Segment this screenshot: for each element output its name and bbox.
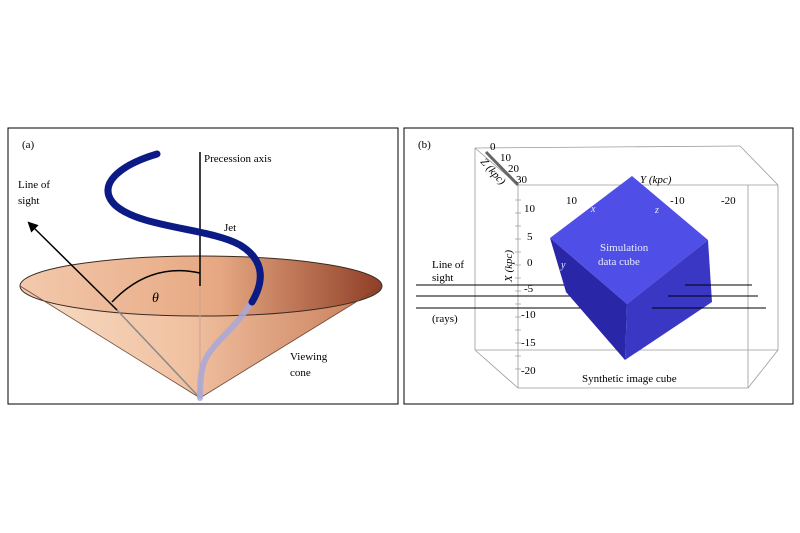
panel-a-label: (a) bbox=[22, 139, 35, 151]
x-tick-neg15: -15 bbox=[521, 337, 536, 349]
synthetic-cube-label: Synthetic image cube bbox=[582, 373, 677, 385]
z-tick-30: 30 bbox=[516, 174, 528, 186]
z-tick-10: 10 bbox=[500, 152, 512, 164]
x-tick-neg20: -20 bbox=[521, 365, 536, 377]
y-tick-neg20: -20 bbox=[721, 195, 736, 207]
cube-axis-z: z bbox=[654, 205, 659, 216]
rays-label: (rays) bbox=[432, 313, 458, 325]
rays bbox=[416, 284, 600, 309]
y-tick-neg10: -10 bbox=[670, 195, 685, 207]
panel-b-label: (b) bbox=[418, 139, 431, 151]
jet-label: Jet bbox=[224, 222, 236, 234]
sim-cube-right bbox=[625, 240, 712, 360]
cube-axis-y: y bbox=[560, 260, 566, 271]
z-tick-0: 0 bbox=[490, 141, 496, 153]
y-axis-label: Y (kpc) bbox=[640, 174, 672, 186]
sim-cube-left bbox=[550, 238, 627, 360]
viewing-cone-label-2: cone bbox=[290, 367, 311, 379]
b-line-of-sight-2: sight bbox=[432, 272, 453, 284]
sim-cube-label-2: data cube bbox=[598, 256, 640, 268]
z-tick-20: 20 bbox=[508, 163, 520, 175]
z-axis-bar bbox=[484, 150, 520, 187]
cone-body bbox=[20, 286, 382, 398]
line-of-sight-arrow bbox=[27, 221, 118, 311]
x-tick-0: 0 bbox=[527, 257, 533, 269]
sim-cube-top bbox=[550, 176, 708, 304]
rays-right bbox=[652, 284, 766, 309]
x-tick-neg5: -5 bbox=[524, 283, 534, 295]
line-of-sight-label-1: Line of bbox=[18, 179, 50, 191]
cube-axis-x: x bbox=[590, 204, 596, 215]
x-tick-neg10: -10 bbox=[521, 309, 536, 321]
theta-symbol: θ bbox=[152, 291, 159, 306]
x-tick-10: 10 bbox=[524, 203, 536, 215]
x-tick-marks bbox=[515, 199, 521, 370]
x-axis-label: X (kpc) bbox=[503, 250, 515, 283]
jet-lower-faded bbox=[197, 297, 255, 401]
b-line-of-sight-1: Line of bbox=[432, 259, 464, 271]
cone-right-edge bbox=[199, 285, 383, 399]
theta-arc bbox=[111, 269, 201, 303]
cone-top-ellipse bbox=[19, 255, 383, 317]
jet-helix bbox=[104, 150, 264, 306]
x-tick-5: 5 bbox=[527, 231, 533, 243]
precession-axis-label: Precession axis bbox=[204, 153, 272, 165]
synthetic-cube-wireframe bbox=[474, 145, 779, 389]
panel-b: (b) 0 10 20 30 Z (kpc) 10 0 -10 -20 bbox=[403, 127, 794, 405]
viewing-cone-label-1: Viewing bbox=[290, 351, 328, 363]
y-tick-10: 10 bbox=[566, 195, 578, 207]
cone-left-edge bbox=[19, 285, 201, 399]
sim-cube-label-1: Simulation bbox=[600, 242, 649, 254]
cone-generatrix bbox=[116, 309, 201, 399]
panel-a: (a) Precession axis Line of sight θ Jet … bbox=[7, 127, 399, 405]
line-of-sight-label-2: sight bbox=[18, 195, 39, 207]
